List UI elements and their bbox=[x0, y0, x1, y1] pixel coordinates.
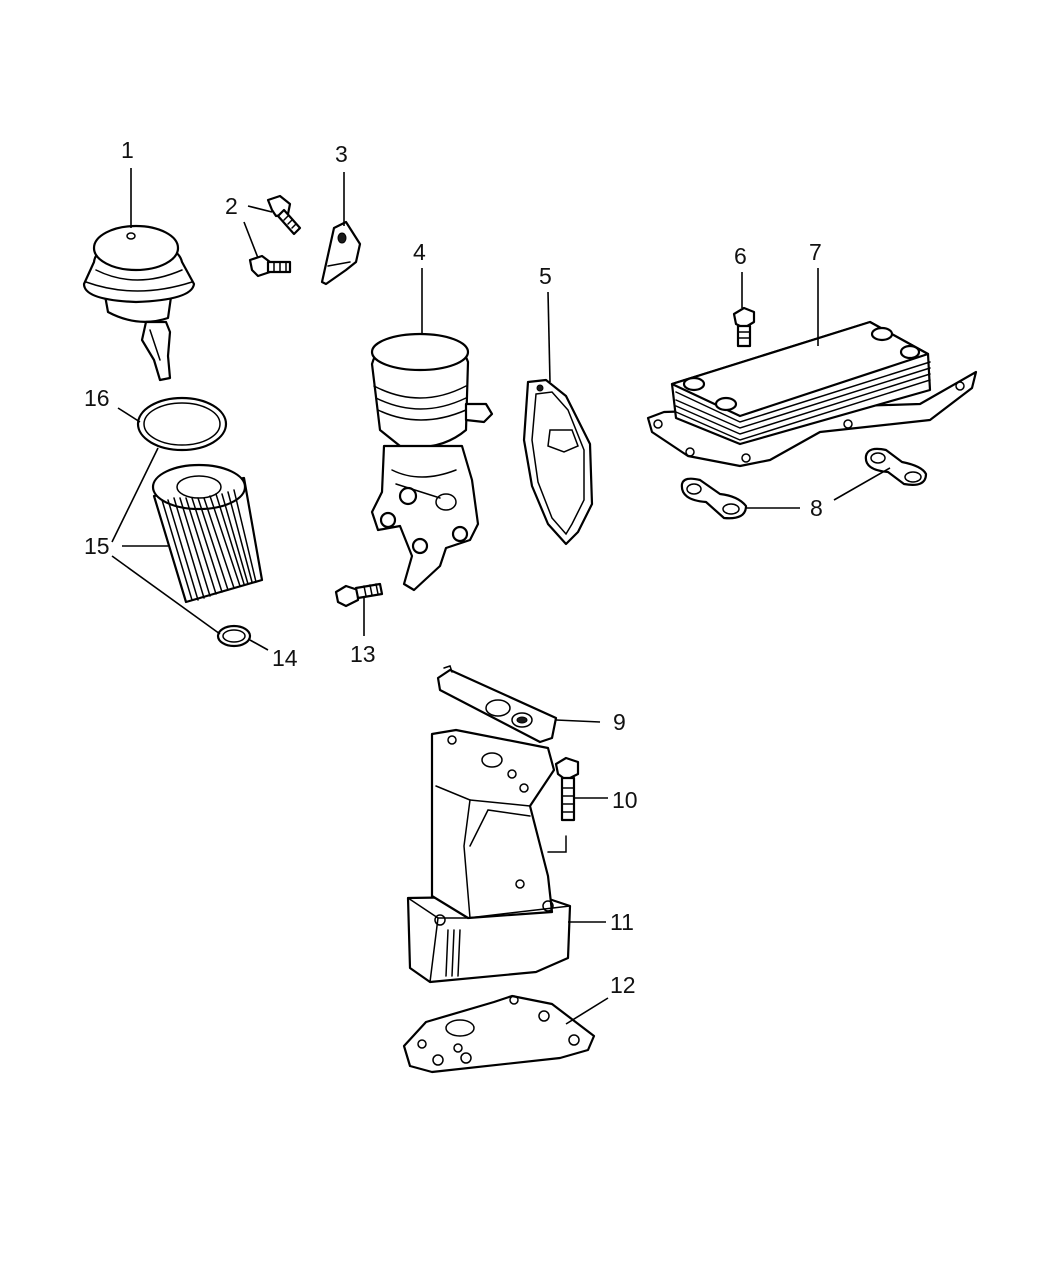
callout-11: 11 bbox=[610, 909, 634, 935]
callout-4: 4 bbox=[413, 239, 426, 265]
part-10-bolt bbox=[554, 756, 580, 822]
part-12-base-gasket bbox=[402, 994, 596, 1074]
callout-5: 5 bbox=[539, 263, 552, 289]
callout-13: 13 bbox=[350, 641, 376, 667]
callout-6: 6 bbox=[734, 243, 747, 269]
callout-12: 12 bbox=[610, 972, 636, 998]
part-9-gasket-plate bbox=[436, 665, 558, 744]
callout-1: 1 bbox=[121, 137, 134, 163]
part-13-bolt bbox=[334, 582, 384, 608]
part-1-filter-cap bbox=[82, 224, 196, 382]
part-11-adapter-block bbox=[406, 728, 572, 984]
callout-15: 15 bbox=[84, 533, 110, 559]
part-6-bolt bbox=[732, 306, 756, 348]
callout-16: 16 bbox=[84, 385, 110, 411]
callout-9: 9 bbox=[613, 709, 626, 735]
part-3-bracket bbox=[320, 220, 362, 286]
callout-labels: 1 2 3 4 5 6 7 8 9 10 11 12 13 14 15 16 bbox=[84, 137, 823, 998]
part-8-seals bbox=[680, 447, 928, 520]
callout-2: 2 bbox=[225, 193, 238, 219]
callout-8: 8 bbox=[810, 495, 823, 521]
part-5-gasket bbox=[522, 378, 594, 546]
leader-lines bbox=[111, 168, 891, 1025]
callout-7: 7 bbox=[809, 239, 822, 265]
part-16-large-o-ring bbox=[136, 396, 228, 452]
part-4-filter-housing bbox=[370, 332, 494, 592]
callout-10: 10 bbox=[612, 787, 638, 813]
callout-14: 14 bbox=[272, 645, 298, 671]
part-7-oil-cooler bbox=[646, 320, 978, 468]
callout-3: 3 bbox=[335, 141, 348, 167]
part-15-filter-element bbox=[151, 463, 264, 604]
part-14-o-ring bbox=[216, 624, 252, 648]
part-2-bolts bbox=[248, 194, 302, 278]
